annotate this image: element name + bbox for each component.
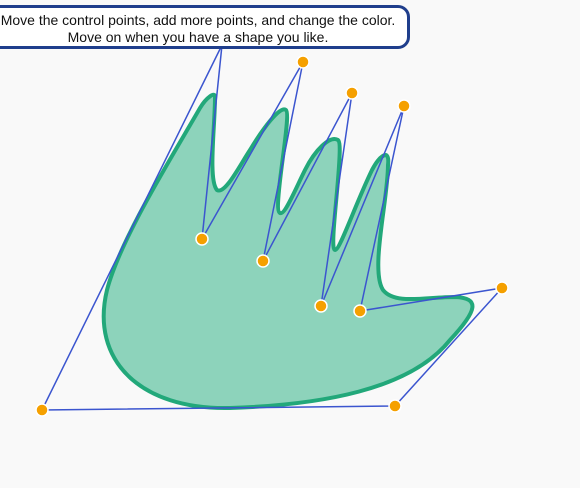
control-point[interactable] <box>345 86 359 100</box>
control-point[interactable] <box>314 299 328 313</box>
control-point[interactable] <box>353 304 367 318</box>
control-points[interactable] <box>35 55 509 417</box>
control-point[interactable] <box>397 99 411 113</box>
control-point[interactable] <box>388 399 402 413</box>
control-point[interactable] <box>256 254 270 268</box>
control-line <box>41 44 504 411</box>
control-point[interactable] <box>195 232 209 246</box>
instructions-line-1: Move the control points, add more points… <box>0 12 396 28</box>
instructions-dialog: Move the control points, add more points… <box>0 5 410 49</box>
control-point[interactable] <box>35 403 49 417</box>
control-point[interactable] <box>495 281 509 295</box>
blob-shape[interactable] <box>101 92 475 411</box>
control-lines <box>41 44 504 411</box>
control-point[interactable] <box>296 55 310 69</box>
instructions-line-2: Move on when you have a shape you like. <box>67 29 329 45</box>
